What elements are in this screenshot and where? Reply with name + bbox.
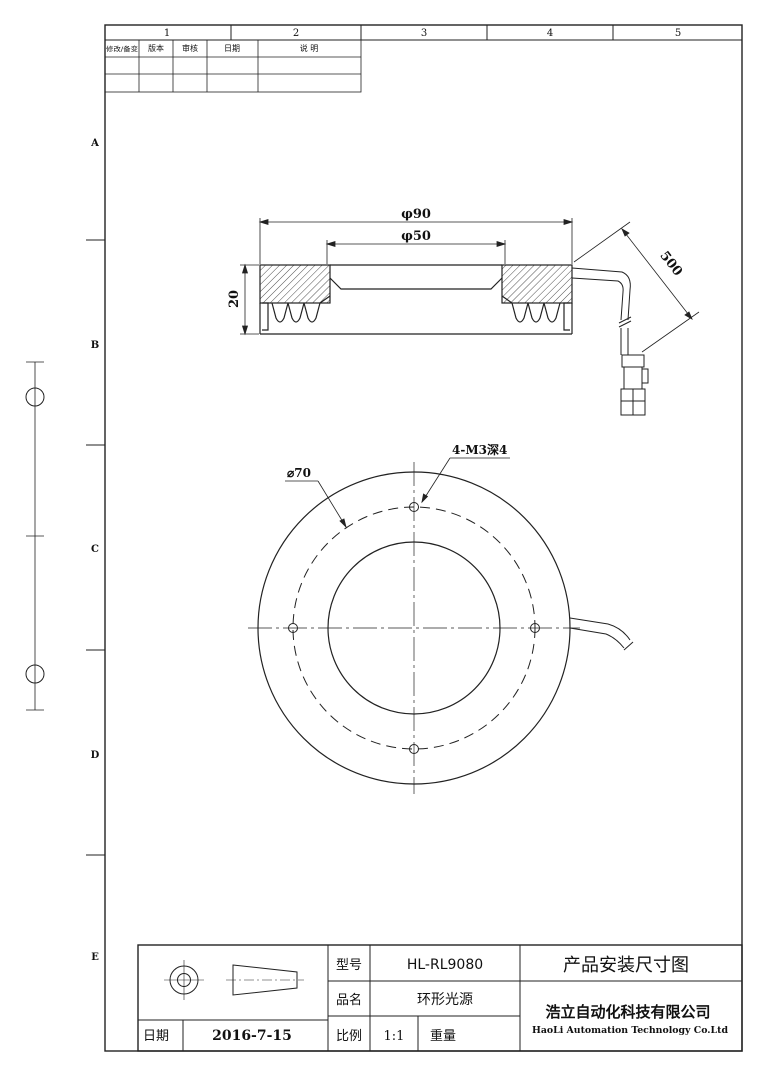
model-label: 型号: [336, 958, 362, 973]
top-view: 4-M3深4 ⌀70: [248, 442, 634, 794]
column-number: 5: [675, 28, 681, 39]
dim-cable-length: 500: [656, 249, 685, 280]
dim-outer-diameter: φ90: [401, 207, 431, 222]
model-value: HL-RL9080: [407, 957, 483, 973]
revision-table: 修改/备变 版本 审核 日期 说 明: [104, 39, 362, 93]
row-letter: D: [91, 750, 100, 761]
company-name-cn: 浩立自动化科技有限公司: [545, 1003, 710, 1021]
name-label: 品名: [336, 992, 362, 1008]
revision-header-date: 日期: [224, 44, 240, 53]
date-label: 日期: [143, 1029, 169, 1044]
scale-label: 比例: [336, 1029, 362, 1044]
company-name-en: HaoLi Automation Technology Co.Ltd: [532, 1026, 729, 1036]
drawing-frame: [25, 24, 743, 1052]
row-letter: B: [91, 340, 99, 351]
column-number: 2: [293, 28, 299, 39]
column-numbers: 1 2 3 4 5: [164, 28, 681, 39]
name-value: 环形光源: [417, 992, 473, 1008]
weight-label: 重量: [430, 1028, 456, 1044]
revision-header-change: 修改/备变: [106, 44, 139, 53]
row-letters: A B C D E: [90, 138, 100, 963]
dim-inner-diameter: φ50: [401, 229, 431, 244]
hole-callout: 4-M3深4: [452, 442, 507, 457]
dim-height: 20: [227, 290, 242, 308]
row-letter: E: [91, 952, 99, 963]
scale-value: 1:1: [384, 1029, 405, 1044]
column-number: 1: [164, 28, 170, 39]
revision-header-note: 说 明: [300, 43, 319, 53]
column-number: 4: [547, 28, 553, 39]
bolt-circle-callout: ⌀70: [287, 466, 311, 480]
title-block: 型号 HL-RL9080 产品安装尺寸图 品名 环形光源 浩立自动化科技有限公司…: [137, 944, 743, 1052]
row-letter: C: [91, 544, 99, 555]
side-view: φ90 φ50 20 500: [227, 207, 700, 416]
drawing-title: 产品安装尺寸图: [563, 955, 689, 976]
row-letter: A: [90, 138, 99, 149]
revision-header-review: 审核: [182, 43, 198, 53]
date-value: 2016-7-15: [212, 1028, 292, 1044]
column-number: 3: [421, 28, 427, 39]
revision-header-version: 版本: [148, 43, 164, 53]
